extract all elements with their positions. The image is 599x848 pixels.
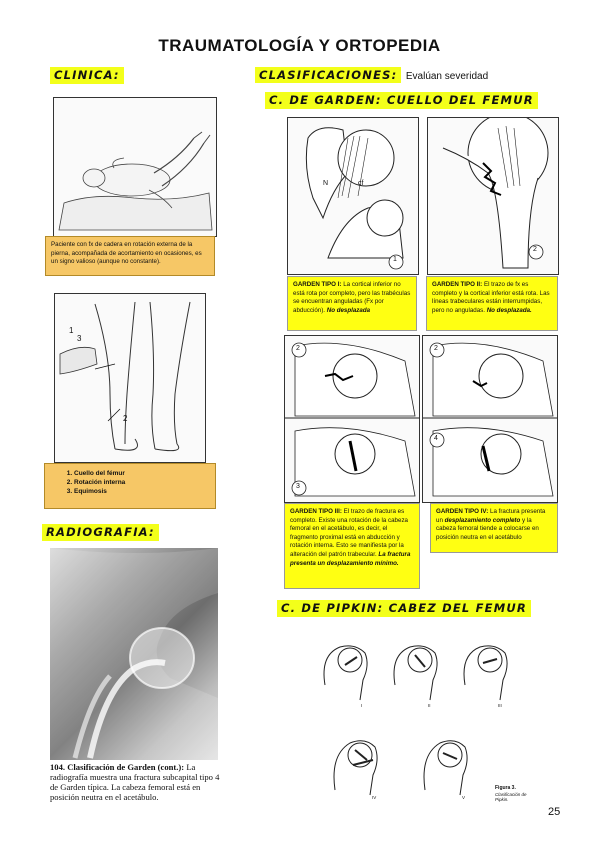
- section-clinica: CLINICA:: [50, 67, 124, 84]
- clasificaciones-note: Evalúan severidad: [405, 71, 489, 82]
- xray-drawing: [50, 548, 218, 760]
- garden-type3-text: El trazo de fractura es completo. Existe…: [290, 508, 408, 558]
- pipkin-label: I: [361, 703, 363, 708]
- xray-caption-text: La radiografía muestra una fractura subc…: [50, 762, 220, 802]
- garden-label-1: 1: [393, 256, 397, 263]
- garden-type2-drawing: [442, 118, 549, 269]
- page-title: TRAUMATOLOGÍA Y ORTOPEDIA: [158, 36, 441, 55]
- xray-caption-title: 104. Clasificación de Garden (cont.):: [50, 762, 185, 772]
- pipkin-label: II: [428, 703, 431, 708]
- pipkin-label: III: [498, 703, 502, 708]
- garden-label-2b: 2: [296, 345, 300, 352]
- garden-type4-drawing: [423, 342, 557, 497]
- pipkin-label: IV: [372, 795, 377, 800]
- garden-label-2c: 2: [434, 345, 438, 352]
- pipkin-figure: I II III IV V Figura 3. Clasificación de…: [315, 625, 530, 805]
- section-radiografia: RADIOGRAFIA:: [42, 524, 159, 541]
- legs-drawing: [55, 294, 205, 462]
- clinica-list-item: Rotación interna: [74, 478, 210, 487]
- garden-type3-drawing: [285, 342, 419, 497]
- garden-type4-text-post: y la cabeza femoral tiende a colocarse e…: [436, 516, 539, 541]
- page-number: 25: [548, 806, 561, 818]
- garden-type2-emphasis: No desplazada.: [486, 306, 532, 314]
- garden-type1-text: La cortical inferior no está rota por co…: [293, 281, 411, 314]
- garden-label-4: 4: [434, 435, 438, 442]
- garden-type2-text: El trazo de fx es completo y la cortical…: [432, 281, 550, 314]
- pipkin-figure-label: Figura 3.: [495, 785, 516, 791]
- patient-drawing: [54, 98, 216, 236]
- leg-label-2: 2: [123, 414, 128, 423]
- garden-type3-title: GARDEN TIPO III:: [290, 508, 342, 515]
- garden-type1-box: GARDEN TIPO I: La cortical inferior no e…: [287, 276, 417, 331]
- pipkin-drawing: [323, 645, 508, 796]
- garden-type1-title: GARDEN TIPO I:: [293, 281, 342, 288]
- section-clasificaciones-header: CLASIFICACIONES: Evalúan severidad: [255, 66, 488, 84]
- garden-type4-text-pre: La fractura presenta un: [436, 508, 546, 524]
- pipkin-label: V: [462, 795, 466, 800]
- garden-type1-drawing: [305, 127, 404, 270]
- legs-illustration: 1 3 2: [54, 293, 206, 463]
- garden-type4-title: GARDEN TIPO IV:: [436, 508, 489, 515]
- garden-type4-emphasis: desplazamiento completo: [444, 516, 521, 524]
- garden-label-n: N: [323, 180, 329, 187]
- garden-label-2: 2: [533, 246, 537, 253]
- garden-type3-emphasis: La fractura presenta un desplazamiento m…: [290, 550, 411, 567]
- leg-label-1: 1: [69, 326, 74, 335]
- xray-image: [50, 548, 218, 760]
- clinica-list-box: Cuello del fémur Rotación interna Equimo…: [44, 463, 216, 509]
- garden-type1-image: N cf 1: [287, 117, 419, 275]
- clinica-caption: Paciente con fx de cadera en rotación ex…: [45, 236, 215, 276]
- garden-type3-image: 2 3: [284, 335, 420, 503]
- garden-type4-image: 2 4: [422, 335, 558, 503]
- section-garden: C. DE GARDEN: CUELLO DEL FEMUR: [265, 92, 538, 109]
- patient-illustration: [53, 97, 217, 237]
- garden-type2-image: 2: [427, 117, 559, 275]
- garden-type3-box: GARDEN TIPO III: El trazo de fractura es…: [284, 503, 420, 589]
- section-pipkin: C. DE PIPKIN: CABEZ DEL FEMUR: [277, 600, 531, 617]
- garden-type1-emphasis: No desplazada: [326, 306, 371, 314]
- garden-type2-box: GARDEN TIPO II: El trazo de fx es comple…: [426, 276, 558, 331]
- section-clasificaciones: CLASIFICACIONES:: [255, 67, 402, 83]
- leg-label-3: 3: [77, 334, 82, 343]
- clinica-list-item: Cuello del fémur: [74, 469, 210, 478]
- clinica-list-item: Equimosis: [74, 487, 210, 496]
- garden-type4-box: GARDEN TIPO IV: La fractura presenta un …: [430, 503, 558, 553]
- xray-caption: 104. Clasificación de Garden (cont.): La…: [50, 762, 220, 802]
- garden-type2-title: GARDEN TIPO II:: [432, 281, 483, 288]
- clinica-list: Cuello del fémur Rotación interna Equimo…: [50, 469, 210, 496]
- pipkin-figure-sub: Clasificación de Pipkin.: [495, 792, 527, 802]
- garden-label-cf: cf: [358, 180, 364, 187]
- garden-label-3: 3: [296, 483, 300, 490]
